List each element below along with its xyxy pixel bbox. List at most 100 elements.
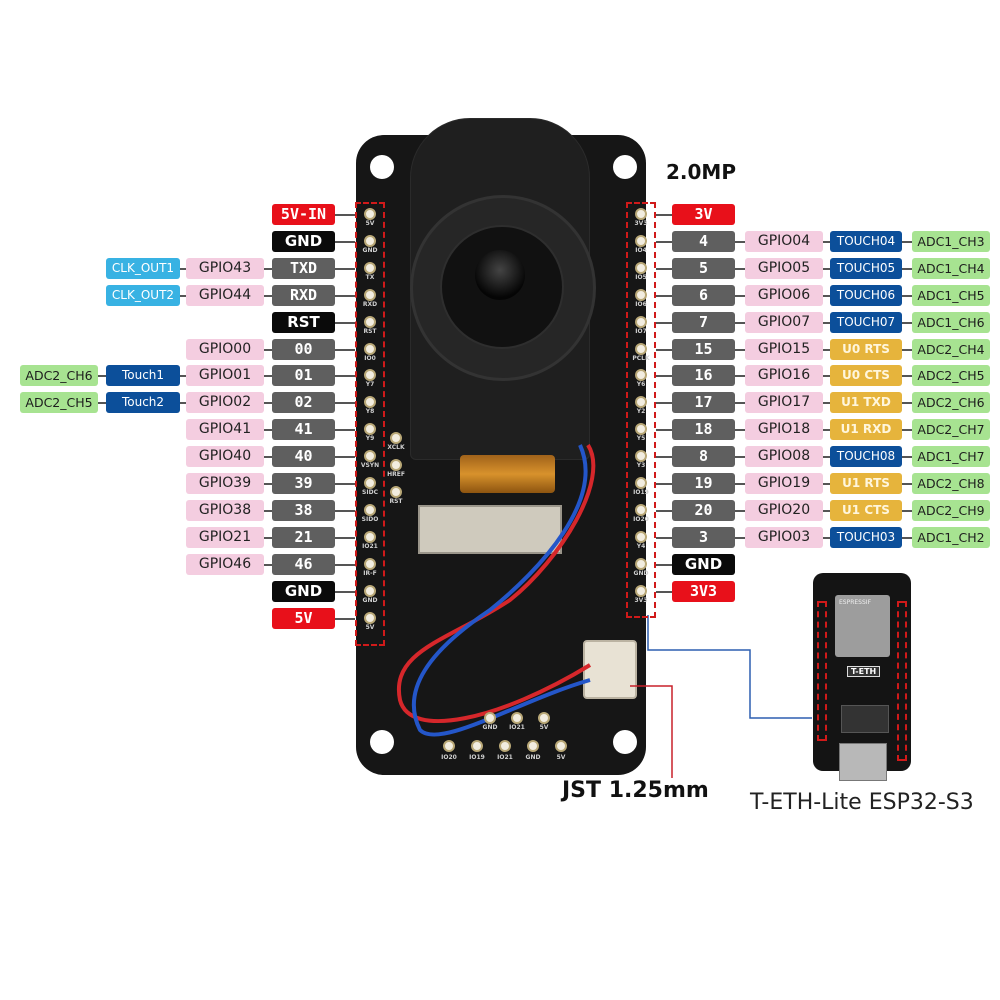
connector-line (735, 456, 745, 459)
connector-line (335, 536, 355, 539)
gpio-label: GPIO02 (186, 392, 264, 414)
pad-silkscreen: 5V (556, 754, 566, 761)
pad-silkscreen: Y9 (365, 435, 375, 443)
pad-silkscreen: GND (482, 724, 498, 731)
adc-label: ADC2_CH5 (912, 365, 990, 387)
pin-label: GND (672, 553, 735, 575)
pin-label: 3V (672, 204, 735, 225)
pin-label: 46 (272, 553, 335, 575)
header-pad (635, 315, 647, 328)
function-label: TOUCH05 (830, 257, 902, 279)
header-pad (364, 503, 376, 516)
connector-line (902, 294, 912, 297)
header-pad (364, 584, 376, 597)
function-label: U0 RTS (830, 338, 902, 360)
gpio-label: GPIO43 (186, 257, 264, 279)
adc-label: ADC1_CH6 (912, 311, 990, 333)
function-label: TOUCH07 (830, 311, 902, 333)
jst-connector-label: JST 1.25mm (562, 778, 709, 803)
pad-silkscreen: GND (362, 596, 378, 604)
connector-line (735, 483, 745, 485)
gpio-label: GPIO46 (186, 553, 264, 575)
pad-silkscreen: IO6 (635, 300, 647, 308)
connector-line (335, 240, 355, 243)
adc-label: ADC2_CH4 (912, 338, 990, 360)
inner-pad (390, 432, 402, 444)
connector-line (656, 429, 672, 432)
connector-line (735, 240, 745, 243)
connector-line (335, 321, 355, 324)
header-pad (364, 611, 376, 624)
connector-line (656, 536, 672, 539)
connector-line (656, 402, 672, 405)
function-label: CLK_OUT2 (106, 284, 180, 306)
adc-label: ADC2_CH7 (912, 419, 990, 441)
gpio-label: GPIO18 (745, 419, 823, 441)
function-label: U1 RXD (830, 419, 902, 441)
adc-label: ADC2_CH5 (20, 392, 98, 414)
mount-hole (370, 155, 394, 179)
connector-line (735, 348, 745, 351)
connector-line (902, 240, 912, 243)
pad-silkscreen: Y5 (636, 435, 646, 443)
pad-silkscreen: IO21 (497, 754, 513, 761)
pin-label: 01 (272, 365, 335, 387)
bottom-pad (555, 740, 567, 752)
connector-line (335, 348, 355, 351)
pad-silkscreen: SIDO (361, 515, 379, 523)
pad-silkscreen: 5V (539, 724, 549, 731)
pin-label: 19 (672, 473, 735, 494)
adc-label: ADC1_CH2 (912, 526, 990, 548)
connector-line (823, 267, 830, 270)
connector-line (180, 402, 186, 405)
connector-line (902, 348, 912, 351)
connector-line (735, 429, 745, 432)
pad-silkscreen: GND (362, 246, 378, 254)
connector-line (656, 456, 672, 459)
function-label: U1 RTS (830, 473, 902, 494)
connector-line (335, 267, 355, 270)
connector-line (335, 375, 355, 378)
pin-label: 39 (272, 473, 335, 494)
connector-line (823, 536, 830, 539)
gpio-label: GPIO04 (745, 230, 823, 252)
gpio-label: GPIO06 (745, 284, 823, 306)
pad-silkscreen: SIDC (362, 489, 378, 496)
pad-silkscreen: IO20 (441, 754, 457, 761)
bottom-pad (527, 740, 539, 752)
bottom-pad (538, 712, 550, 724)
connector-line (656, 267, 672, 270)
pin-label: 3V3 (672, 580, 735, 602)
connector-line (823, 456, 830, 459)
connector-line (264, 563, 272, 566)
pad-silkscreen: Y6 (636, 381, 646, 389)
pin-label: 4 (672, 230, 735, 252)
pin-label: GND (272, 580, 335, 602)
rj45-jack (839, 743, 887, 781)
header-pad (635, 369, 647, 382)
connector-line (823, 348, 830, 351)
connector-line (902, 402, 912, 405)
connector-line (264, 456, 272, 459)
pin-label: 02 (272, 392, 335, 414)
pad-silkscreen: 3V3 (634, 220, 648, 227)
gpio-label: GPIO08 (745, 446, 823, 468)
pad-silkscreen: IO4 (635, 246, 647, 254)
connector-line (735, 321, 745, 324)
pad-silkscreen: IO5 (635, 273, 647, 281)
pad-silkscreen: 5V (365, 623, 375, 631)
connector-line (823, 402, 830, 405)
connector-line (335, 214, 355, 216)
header-pad (364, 342, 376, 355)
connector-line (180, 375, 186, 378)
connector-line (823, 483, 830, 485)
connector-line (264, 536, 272, 539)
connector-line (335, 483, 355, 485)
gpio-label: GPIO41 (186, 419, 264, 441)
header-pad (364, 261, 376, 274)
jst-leader-line (630, 685, 673, 778)
connector-line (180, 294, 186, 297)
flex-cable (460, 455, 555, 493)
pad-silkscreen: 5V (365, 220, 375, 227)
header-pad (364, 315, 376, 328)
